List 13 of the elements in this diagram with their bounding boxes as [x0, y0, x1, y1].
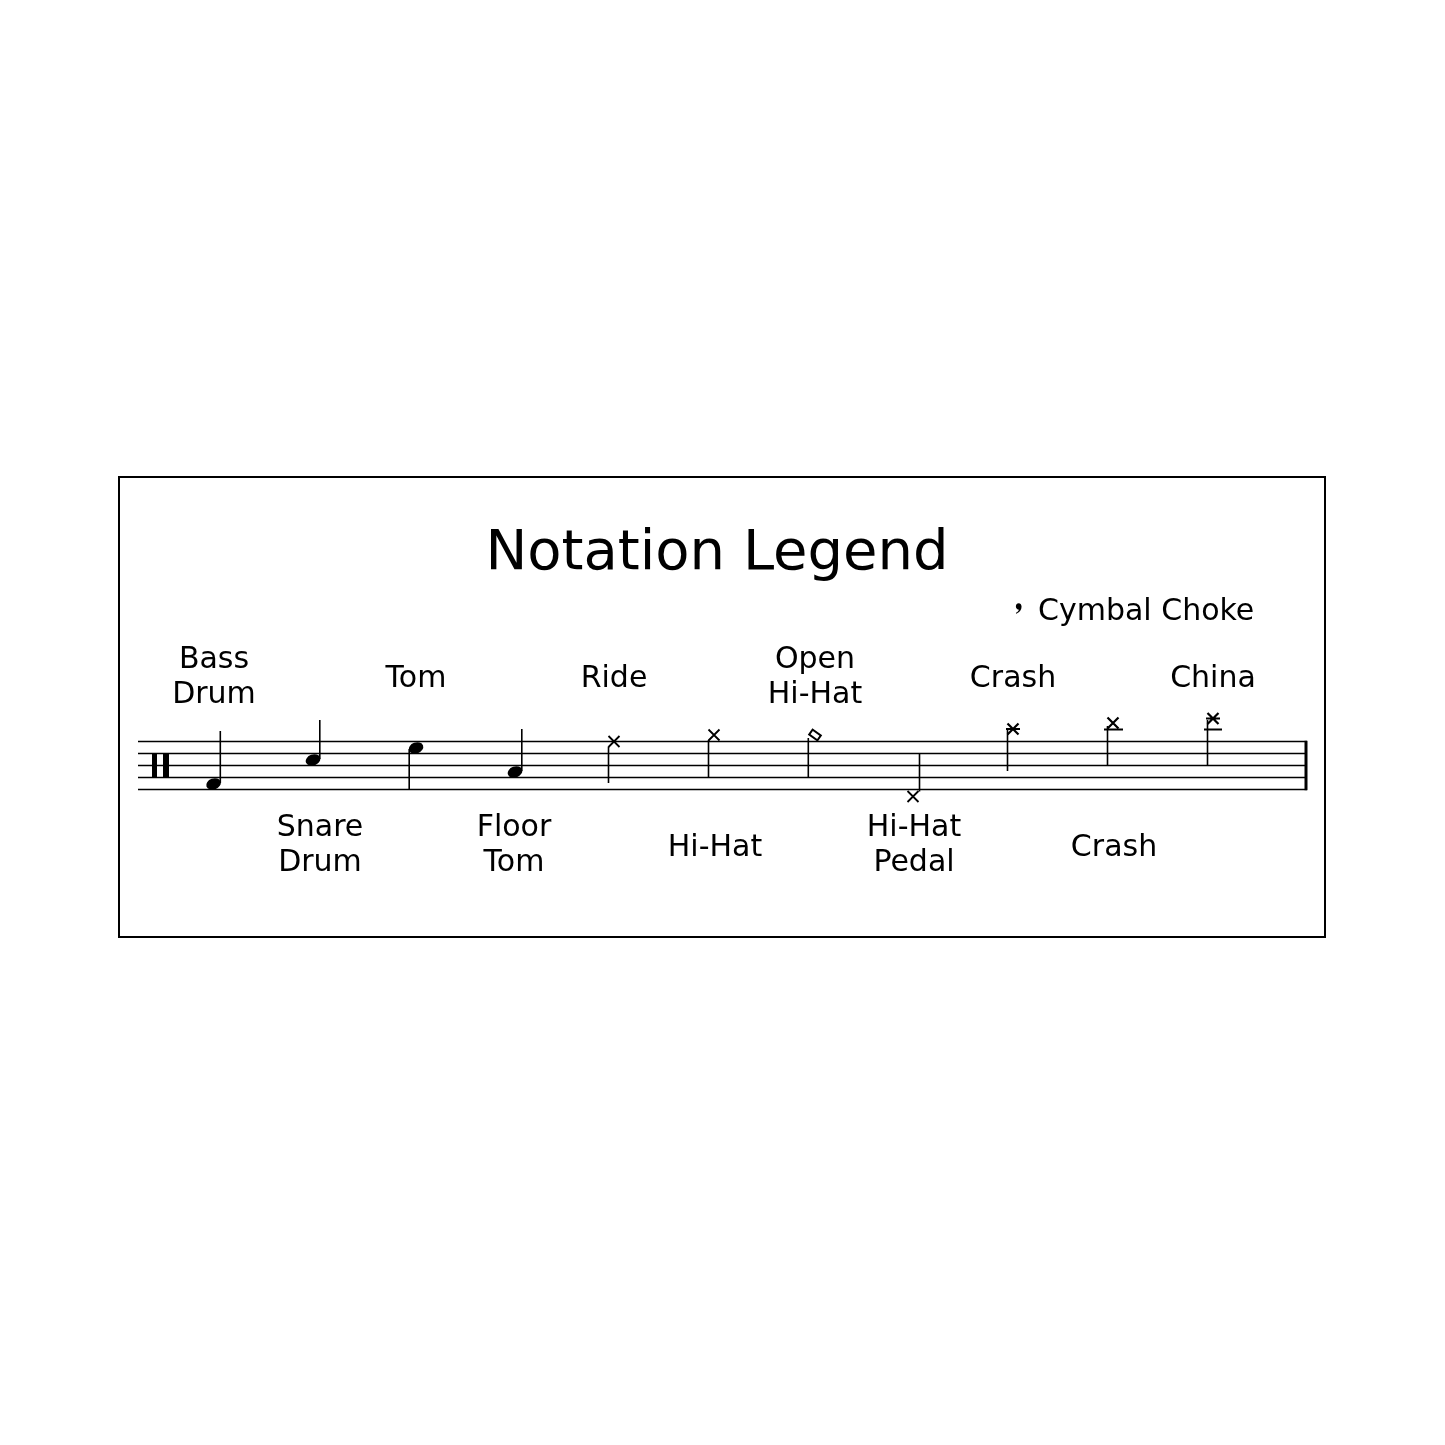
instrument-label: Hi-Hat [667, 827, 763, 863]
diagram-title: Notation Legend [485, 517, 949, 583]
instrument-label: Tom [385, 658, 447, 694]
instrument-label: Snare Drum [275, 808, 365, 878]
instrument-label: Bass Drum [171, 640, 257, 710]
instrument-label: Crash [1070, 827, 1158, 863]
legend-label: Cymbal Choke [1038, 592, 1255, 627]
instrument-label: Open Hi-Hat [766, 640, 864, 710]
instrument-label: Hi-Hat Pedal [865, 808, 963, 878]
instrument-label: Ride [580, 658, 648, 694]
instrument-label: Crash [969, 658, 1057, 694]
instrument-label: China [1170, 658, 1256, 694]
instrument-label: Floor Tom [475, 808, 553, 878]
